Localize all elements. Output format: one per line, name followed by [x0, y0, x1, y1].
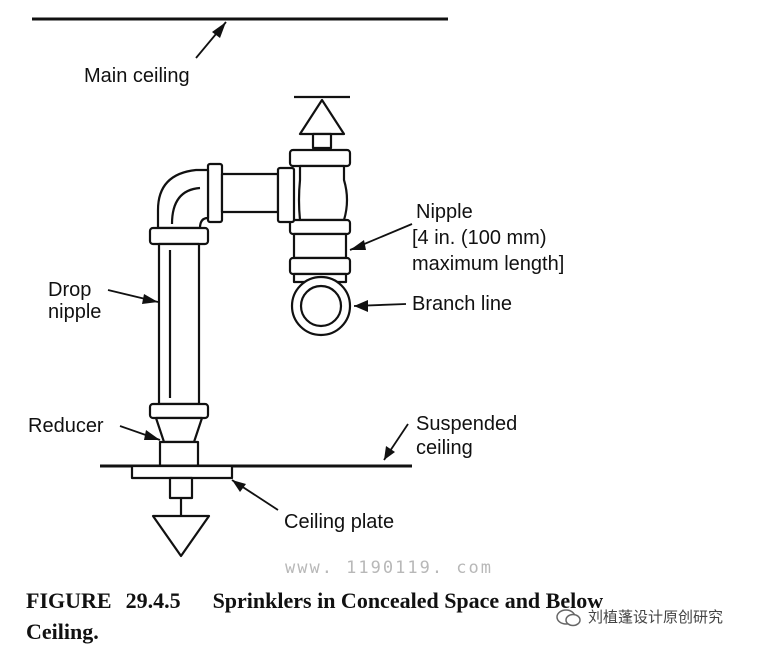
label-reducer: Reducer: [28, 415, 104, 437]
tee-fitting: [288, 148, 352, 236]
watermark-url: www. 1190119. com: [285, 558, 493, 578]
label-branch-line: Branch line: [412, 293, 512, 315]
horizontal-arm: [206, 162, 296, 224]
label-ceiling-plate: Ceiling plate: [284, 511, 394, 533]
figure-title: Sprinklers in Concealed Space and Below: [212, 588, 604, 613]
label-suspended-ceiling: ceiling: [416, 437, 473, 459]
wechat-icon: [556, 608, 581, 626]
upper-sprinkler-head: [294, 95, 350, 150]
figure-label: FIGURE: [26, 588, 112, 613]
figure-caption-line1: FIGURE 29.4.5 Sprinklers in Concealed Spac…: [26, 588, 603, 614]
elbow-fitting: [156, 168, 210, 230]
watermark-badge: 刘植蓬设计原创研究: [556, 606, 723, 628]
label-nipple: Nipple: [416, 201, 473, 223]
nipple: [288, 232, 352, 284]
reducer-fitting: [148, 402, 210, 468]
drop-nipple: [148, 226, 210, 406]
lower-sprinkler-head: [130, 464, 234, 558]
watermark-badge-text: 刘植蓬设计原创研究: [588, 608, 724, 626]
label-nipple-size: [4 in. (100 mm): [412, 227, 546, 249]
label-nipple-max: maximum length]: [412, 253, 564, 275]
label-drop-nipple: nipple: [48, 301, 101, 323]
branch-line-pipe: [290, 275, 352, 337]
label-drop: Drop: [48, 279, 91, 301]
label-main-ceiling: Main ceiling: [84, 65, 190, 87]
figure-number: 29.4.5: [125, 588, 181, 613]
label-suspended: Suspended: [416, 413, 517, 435]
figure-caption-line2: Ceiling.: [26, 619, 99, 644]
